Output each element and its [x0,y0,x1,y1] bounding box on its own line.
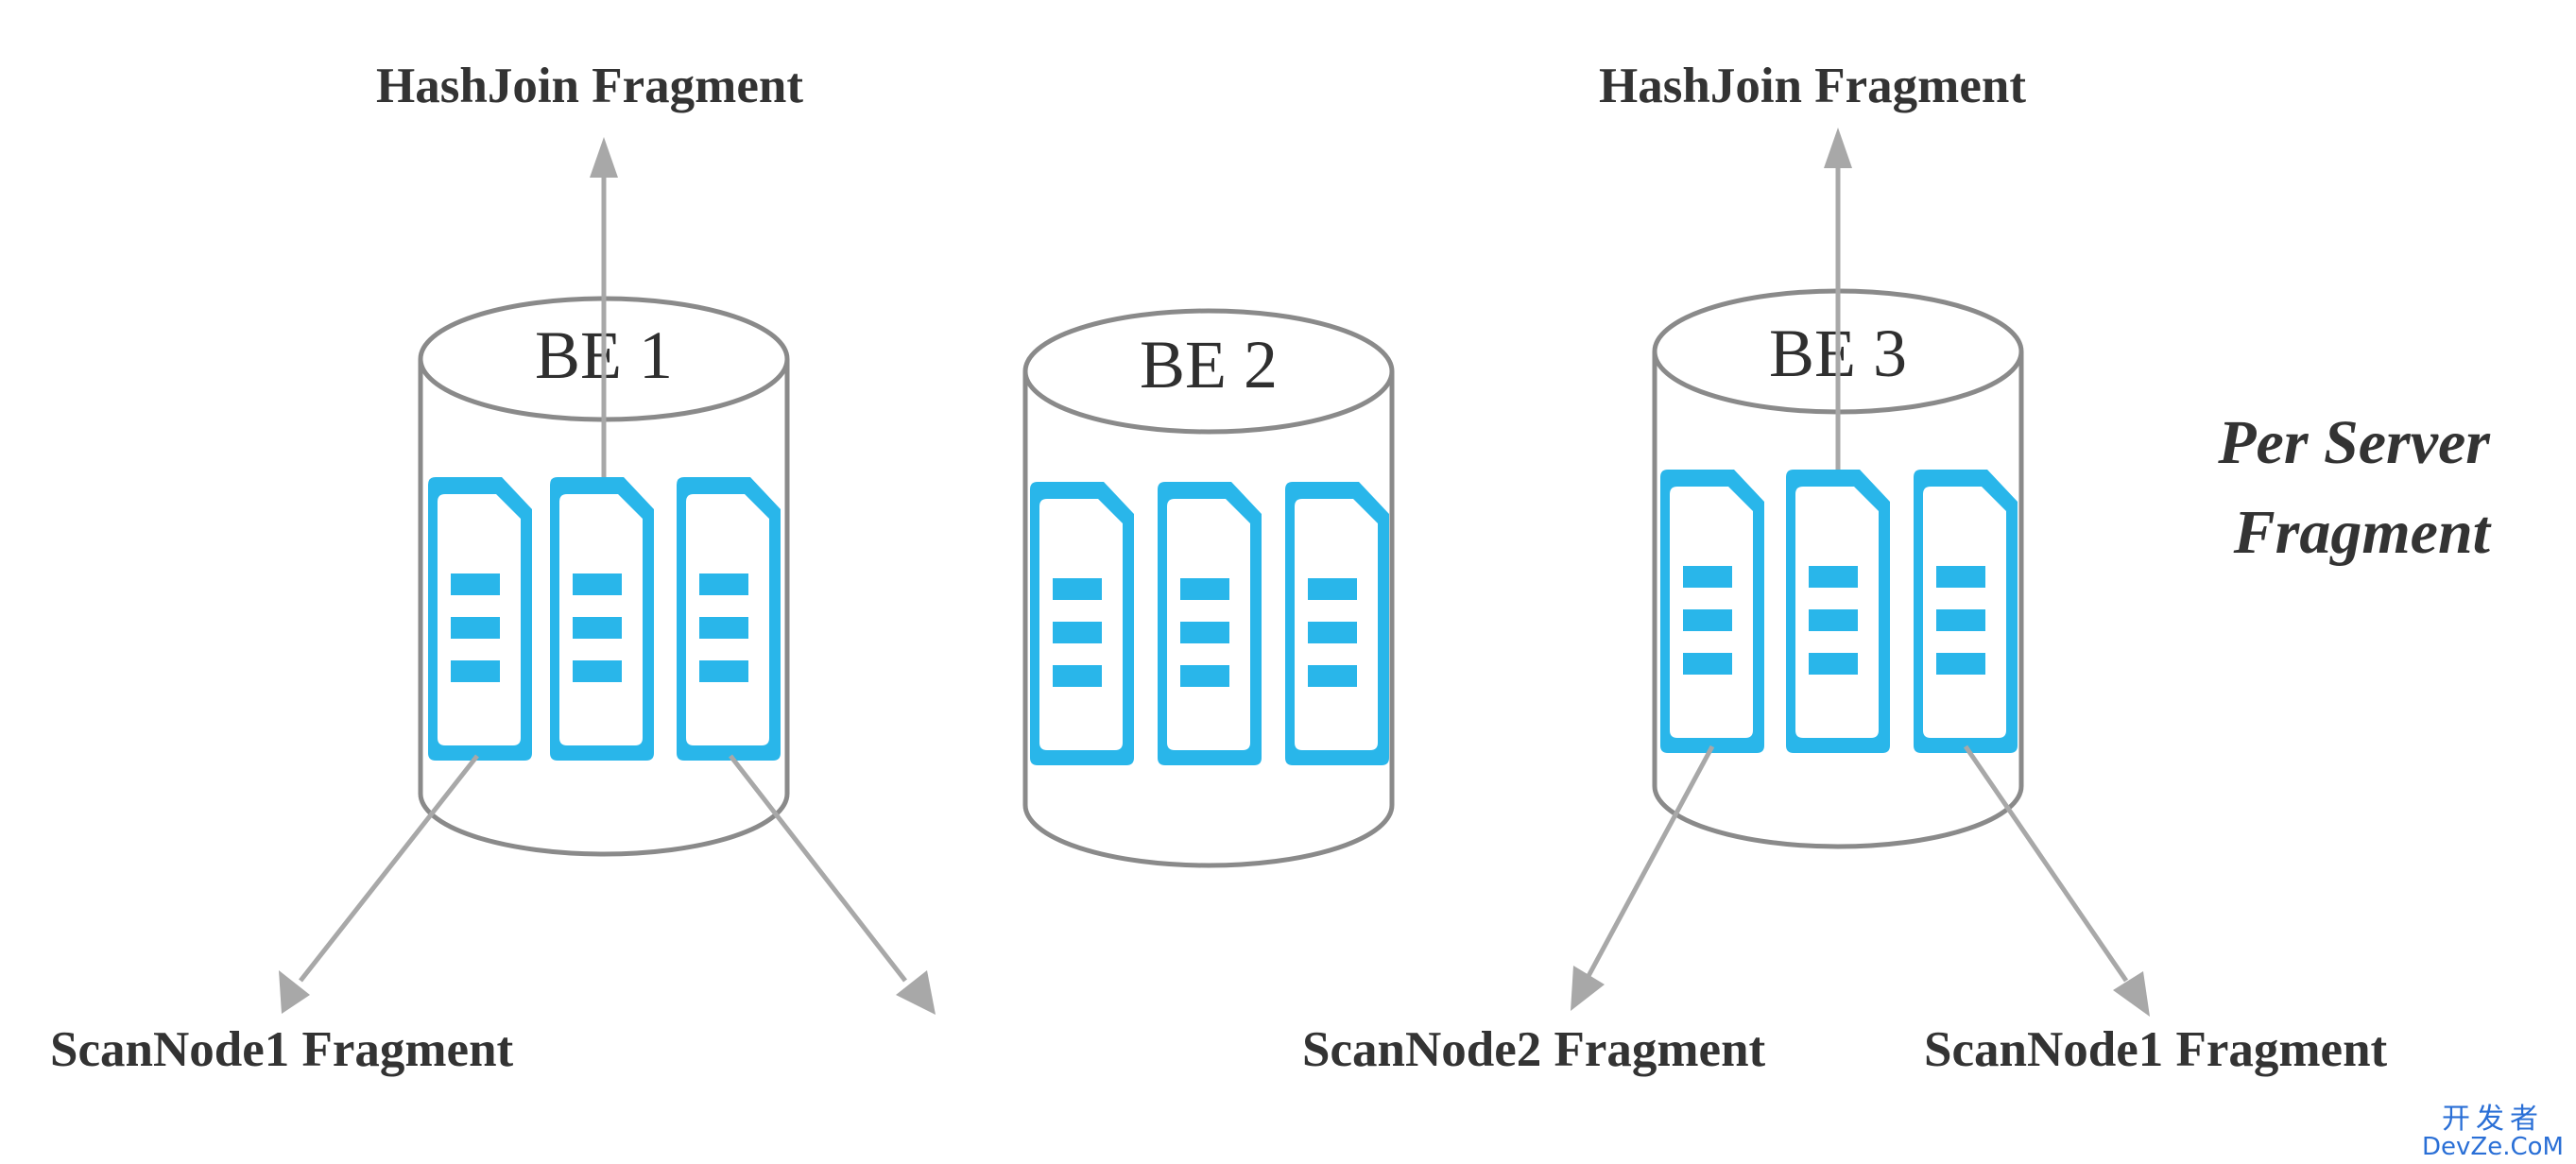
document-icon [1660,470,1764,753]
backend-be2: BE 2 [1022,308,1395,868]
arrows [279,128,2150,1017]
arrow-down-right-be1 [729,754,936,1015]
document-icon [1158,482,1262,765]
hashjoin-fragment-label-right: HashJoin Fragment [1599,59,2026,113]
document-icon [1786,470,1890,753]
arrow-up-be1 [590,137,618,477]
scannode1-fragment-label-left: ScanNode1 Fragment [50,1022,514,1077]
per-server-label-line2: Fragment [2233,498,2492,567]
arrow-down-left-be1 [279,754,479,1014]
hashjoin-fragment-label-left: HashJoin Fragment [376,59,803,113]
arrow-down-right-be3 [1963,745,2150,1017]
document-icon [550,477,654,761]
document-icon [1914,470,2018,753]
document-icon [1285,482,1389,765]
document-icon [677,477,781,761]
arrow-down-left-be3 [1571,745,1715,1011]
be2-label: BE 2 [1140,327,1278,402]
per-server-label-line1: Per Server [2217,408,2491,477]
watermark: 开发者 DevZe.CoM [2417,1104,2568,1160]
arrow-up-be3 [1824,128,1852,470]
scannode2-fragment-label: ScanNode2 Fragment [1302,1022,1766,1077]
watermark-cn: 开发者 [2442,1103,2544,1137]
scannode1-fragment-label-right: ScanNode1 Fragment [1924,1022,2388,1077]
document-icon [428,477,532,761]
document-icon [1030,482,1134,765]
watermark-en: DevZe.CoM [2422,1132,2564,1161]
